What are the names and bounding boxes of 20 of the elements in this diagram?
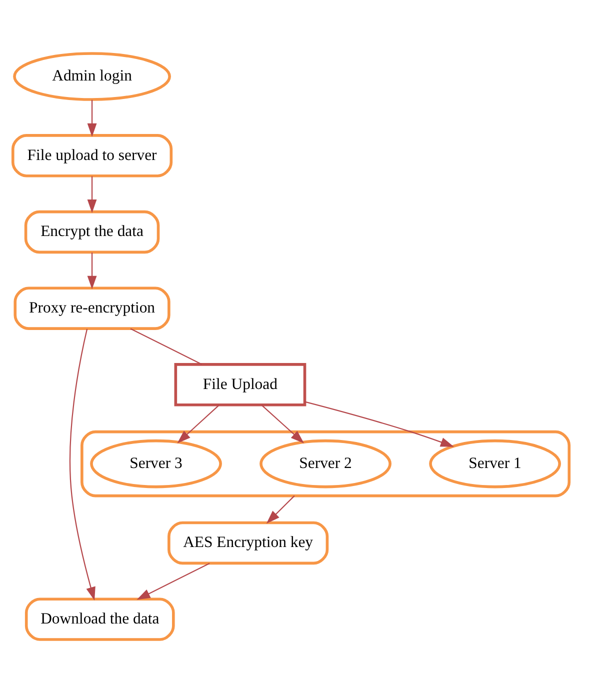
node-box: File Upload — [174, 362, 306, 406]
node-ellipse: Server 2 — [260, 438, 392, 488]
arrow — [87, 252, 97, 289]
arrow — [87, 99, 97, 136]
arrow — [266, 494, 295, 524]
node-ellipse: Server 3 — [90, 438, 222, 488]
node-ellipse: Admin login — [13, 52, 171, 100]
arrow — [304, 400, 454, 446]
node-box: Proxy re-encryption — [14, 286, 170, 330]
node-box: AES Encryption key — [168, 520, 329, 564]
arrow — [136, 562, 210, 600]
arrow — [87, 176, 97, 212]
connector — [130, 328, 202, 364]
node-ellipse: Server 1 — [429, 438, 561, 488]
node-box: Encrypt the data — [24, 210, 160, 254]
arrow — [69, 328, 96, 600]
node-box: Download the data — [24, 597, 175, 640]
node-box: File upload to server — [11, 134, 173, 177]
arrow — [261, 404, 304, 443]
arrow — [177, 404, 220, 443]
